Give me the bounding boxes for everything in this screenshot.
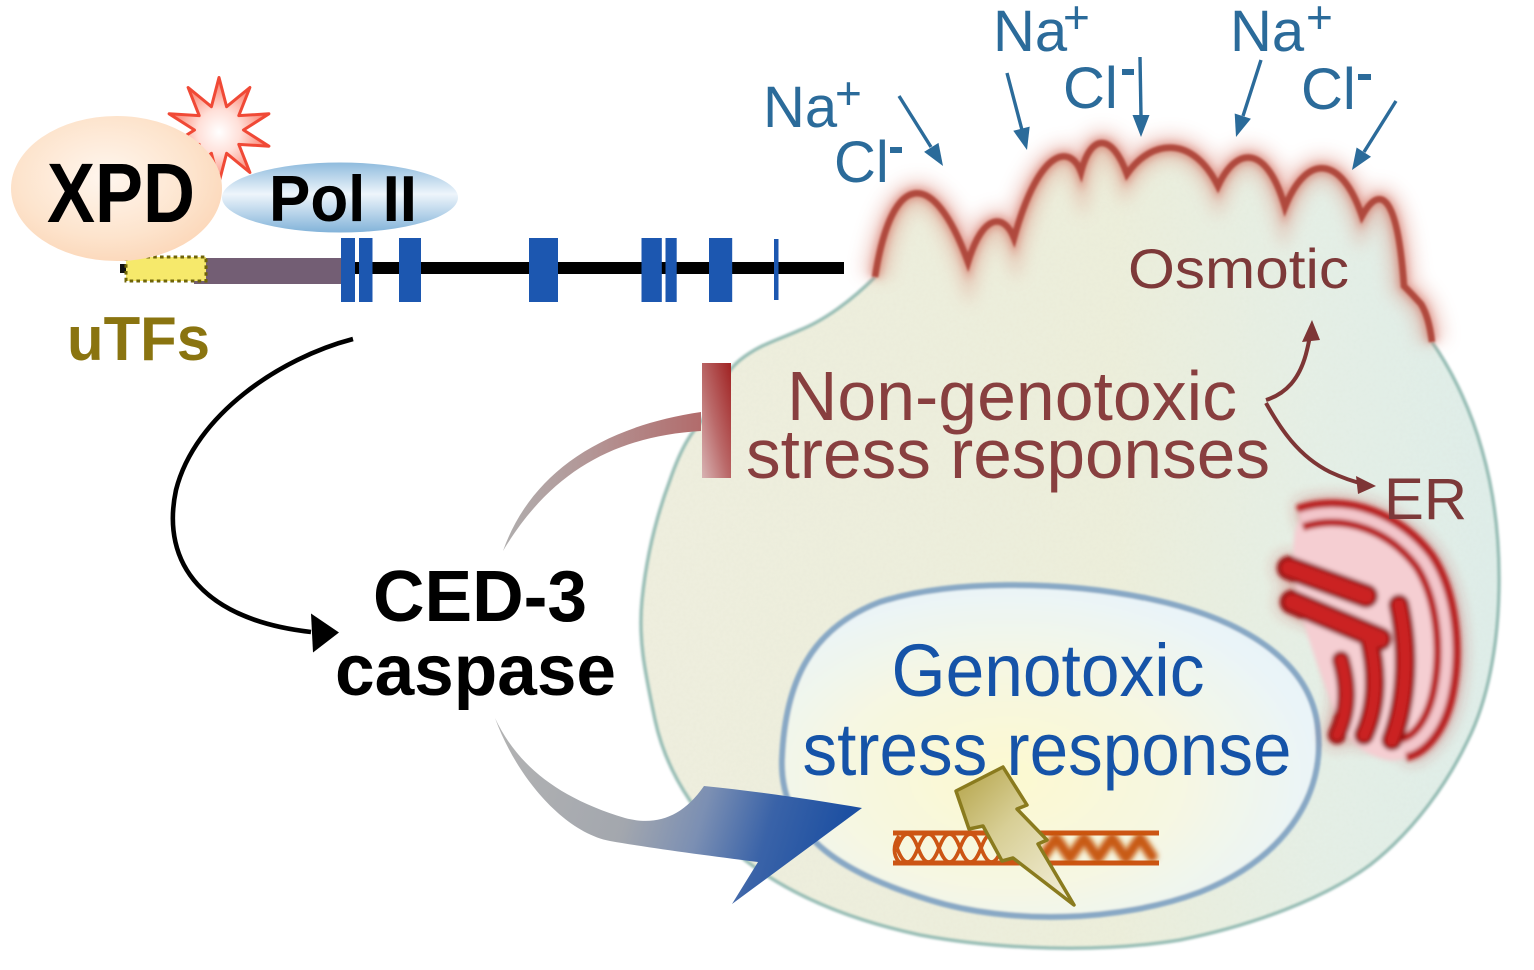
svg-text:Cl: Cl bbox=[1063, 56, 1118, 121]
svg-text:Cl: Cl bbox=[1301, 57, 1356, 122]
svg-text:Na: Na bbox=[1230, 0, 1305, 64]
svg-text:ER: ER bbox=[1384, 467, 1467, 532]
svg-text:Cl: Cl bbox=[834, 130, 889, 195]
svg-text:+: + bbox=[835, 67, 862, 119]
svg-text:+: + bbox=[1063, 0, 1090, 43]
svg-text:Na: Na bbox=[993, 0, 1068, 64]
svg-text:CED-3: CED-3 bbox=[373, 557, 587, 637]
svg-text:XPD: XPD bbox=[47, 146, 195, 240]
svg-text:Non-genotoxic: Non-genotoxic bbox=[787, 357, 1237, 435]
svg-text:stress response: stress response bbox=[803, 708, 1292, 791]
svg-text:Genotoxic: Genotoxic bbox=[892, 629, 1205, 712]
svg-text:Na: Na bbox=[763, 75, 838, 140]
svg-text:+: + bbox=[1306, 0, 1333, 43]
svg-text:caspase: caspase bbox=[335, 631, 616, 711]
svg-text:Osmotic: Osmotic bbox=[1128, 237, 1349, 300]
svg-text:Pol II: Pol II bbox=[269, 162, 417, 235]
svg-text:stress responses: stress responses bbox=[746, 415, 1270, 493]
svg-text:uTFs: uTFs bbox=[67, 305, 210, 374]
